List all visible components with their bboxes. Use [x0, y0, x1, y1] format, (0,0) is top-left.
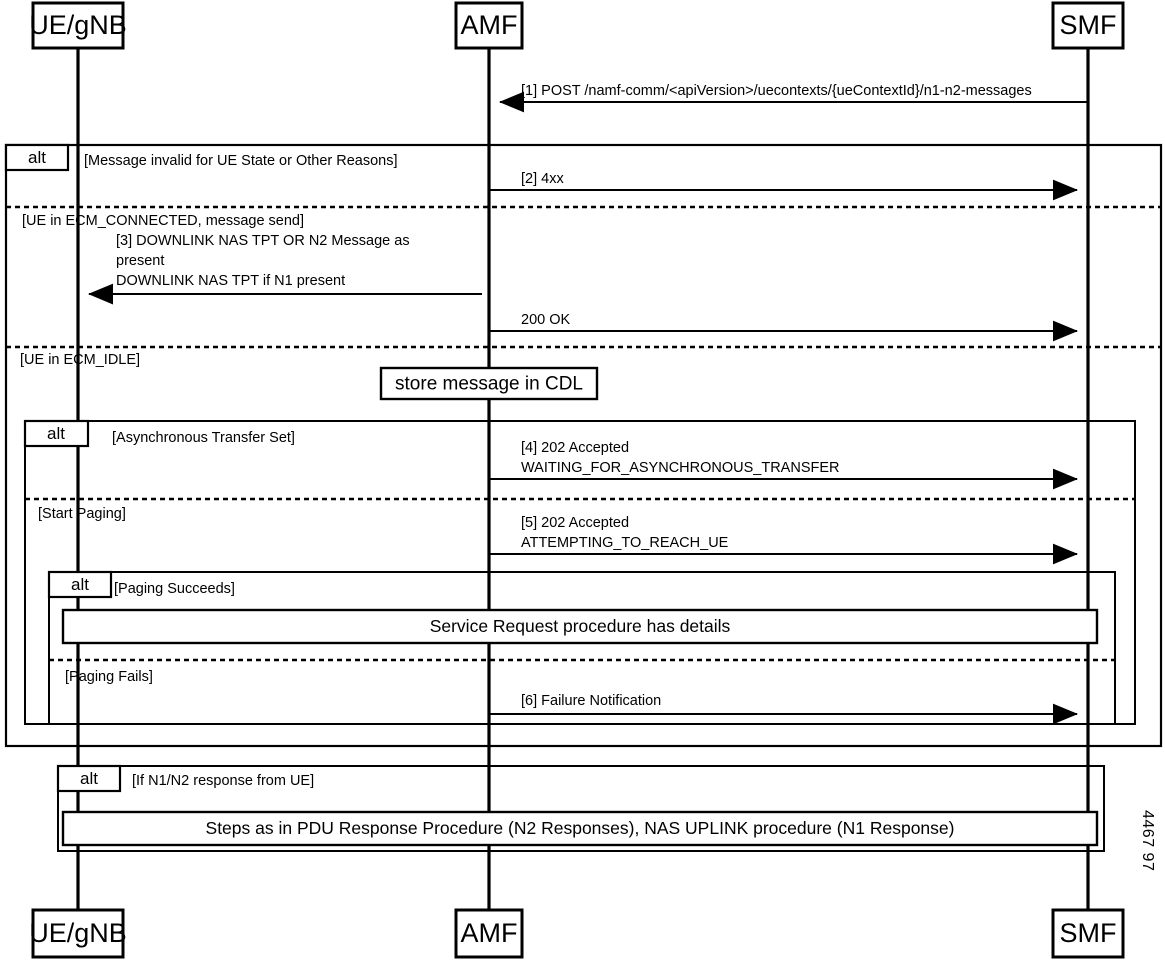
participant-foot-ue[interactable]: UE/gNB	[29, 908, 127, 959]
fragment-outer-guard-3: [UE in ECM_IDLE]	[20, 352, 140, 368]
fragment-response-guard-1: [If N1/N2 response from UE]	[132, 773, 314, 789]
participant-foot-amf-label: AMF	[461, 918, 518, 948]
participant-head-amf-label: AMF	[461, 10, 518, 40]
participant-head-ue[interactable]: UE/gNB	[29, 1, 127, 50]
message-5[interactable]: [5] 202 Accepted ATTEMPTING_TO_REACH_UE	[489, 515, 1079, 565]
message-6-label: [6] Failure Notification	[521, 693, 661, 709]
message-4-label-line1: [4] 202 Accepted	[521, 440, 629, 456]
ref-pdu-response-steps[interactable]: Steps as in PDU Response Procedure (N2 R…	[61, 810, 1099, 847]
message-2[interactable]: [2] 4xx	[489, 171, 1079, 201]
fragment-async-guard-2: [Start Paging]	[38, 506, 126, 522]
fragment-paging-guard-1: [Paging Succeeds]	[114, 581, 235, 597]
participant-foot-ue-label: UE/gNB	[29, 918, 127, 948]
fragment-async-alt[interactable]: alt [Asynchronous Transfer Set]	[23, 419, 1136, 725]
ref-service-request-procedure[interactable]: Service Request procedure has details	[61, 608, 1099, 645]
message-4[interactable]: [4] 202 Accepted WAITING_FOR_ASYNCHRONOU…	[489, 440, 1079, 490]
fragment-paging-alt-tab	[47, 570, 113, 599]
message-3[interactable]: [3] DOWNLINK NAS TPT OR N2 Message as pr…	[87, 233, 482, 305]
note-store-message-in-cdl[interactable]: store message in CDL	[379, 366, 599, 401]
message-3-label-line3: DOWNLINK NAS TPT if N1 present	[116, 273, 345, 289]
message-5-label-line1: [5] 202 Accepted	[521, 515, 629, 531]
note-store-message-in-cdl-text: store message in CDL	[395, 374, 583, 395]
fragment-outer-guard-2: [UE in ECM_CONNECTED, message send]	[22, 213, 304, 229]
message-200ok-label: 200 OK	[521, 312, 570, 328]
fragment-response-alt-operator: alt	[80, 769, 98, 788]
participant-head-ue-label: UE/gNB	[29, 10, 127, 40]
message-1[interactable]: [1] POST /namf-comm/<apiVersion>/ueconte…	[498, 83, 1088, 113]
message-1-label: [1] POST /namf-comm/<apiVersion>/ueconte…	[521, 83, 1032, 99]
message-6[interactable]: [6] Failure Notification	[489, 693, 1079, 725]
fragment-async-alt-tab	[23, 419, 90, 448]
participant-foot-amf[interactable]: AMF	[454, 908, 524, 959]
message-4-label-line2: WAITING_FOR_ASYNCHRONOUS_TRANSFER	[521, 460, 840, 476]
message-2-label: [2] 4xx	[521, 171, 564, 187]
message-3-label-line1: [3] DOWNLINK NAS TPT OR N2 Message as	[116, 233, 410, 249]
fragment-response-alt-tab	[56, 764, 122, 793]
message-5-label-line2: ATTEMPTING_TO_REACH_UE	[521, 535, 729, 551]
fragment-outer-guard-1: [Message invalid for UE State or Other R…	[84, 153, 398, 169]
ref-pdu-response-steps-text: Steps as in PDU Response Procedure (N2 R…	[206, 818, 955, 838]
participant-head-smf-label: SMF	[1060, 10, 1117, 40]
fragment-paging-alt[interactable]: alt [Paging Succeeds]	[47, 570, 1116, 725]
watermark-figure-number: 4467 97	[1139, 810, 1156, 871]
fragment-async-guard-1: [Asynchronous Transfer Set]	[112, 430, 295, 446]
fragment-paging-guard-2: [Paging Fails]	[65, 669, 153, 685]
fragment-async-alt-operator: alt	[47, 424, 65, 443]
message-200ok[interactable]: 200 OK	[489, 312, 1079, 342]
fragment-response-alt[interactable]: alt [If N1/N2 response from UE]	[56, 764, 1105, 852]
fragment-outer-alt[interactable]: alt [Message invalid for UE State or Oth…	[4, 143, 1163, 748]
participant-foot-smf[interactable]: SMF	[1051, 908, 1125, 959]
ref-service-request-procedure-text: Service Request procedure has details	[430, 616, 731, 636]
participant-head-amf[interactable]: AMF	[454, 1, 524, 50]
participant-foot-smf-label: SMF	[1060, 918, 1117, 948]
fragment-paging-alt-operator: alt	[71, 575, 89, 594]
message-3-label-line2: present	[116, 253, 164, 269]
fragment-outer-alt-tab	[4, 143, 70, 172]
fragment-outer-alt-operator: alt	[28, 148, 46, 167]
participant-head-smf[interactable]: SMF	[1051, 1, 1125, 50]
